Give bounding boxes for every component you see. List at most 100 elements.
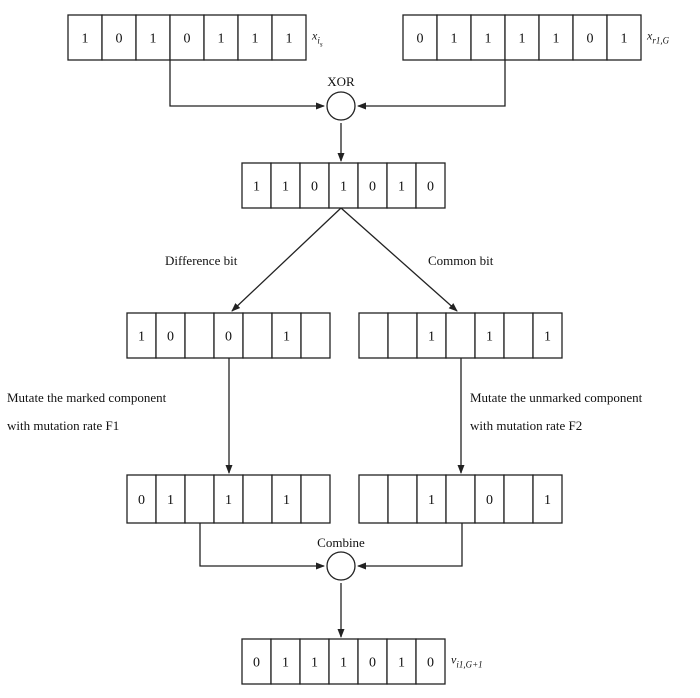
xor-node: XOR (326, 74, 356, 121)
difference-bit-label: Difference bit (165, 253, 238, 268)
bit-cell (271, 312, 302, 359)
bit-value: 0 (311, 180, 318, 195)
bit-value: 1 (340, 180, 347, 195)
trial-symbol: vi1,G+1 (451, 653, 483, 670)
bit-value: 0 (486, 493, 493, 508)
bit-cell (532, 474, 563, 524)
bit-value: 1 (167, 493, 174, 508)
bit-cell (300, 474, 331, 524)
bit-value: 1 (398, 180, 405, 195)
bit-cell (126, 312, 157, 359)
mutate-unmarked-label-line2: with mutation rate F2 (470, 418, 582, 433)
bit-value: 1 (253, 180, 260, 195)
bit-value: 0 (427, 656, 434, 671)
bit-cell (415, 638, 446, 685)
bit-cell (606, 14, 642, 61)
bit-cell (387, 312, 418, 359)
bit-cell (328, 638, 359, 685)
bit-cell (532, 312, 563, 359)
arrow-common-to-combine (357, 523, 463, 570)
bit-cell (242, 474, 273, 524)
xor-circle (326, 91, 356, 121)
bit-value: 1 (428, 493, 435, 508)
bit-value: 1 (282, 180, 289, 195)
bit-cell (357, 638, 388, 685)
bit-value: 1 (485, 32, 492, 47)
arrow-x-i-to-xor (169, 60, 325, 110)
bit-value: 0 (116, 32, 123, 47)
bit-cell (242, 312, 273, 359)
bit-value: 1 (282, 656, 289, 671)
bit-cell (387, 474, 418, 524)
mutate-marked-label-line2: with mutation rate F1 (7, 418, 119, 433)
bit-value: 1 (311, 656, 318, 671)
trial-vector: 0 1 1 1 0 1 0 vi1,G+1 (241, 638, 483, 685)
bit-value: 1 (218, 32, 225, 47)
bit-value: 0 (369, 656, 376, 671)
bit-cell (237, 14, 273, 61)
bit-cell (402, 14, 438, 61)
bit-value: 0 (225, 330, 232, 345)
annotations: Difference bit Common bit Mutate the mar… (7, 253, 643, 433)
bit-value: 1 (451, 32, 458, 47)
bit-cell (503, 474, 534, 524)
bit-value: 0 (427, 180, 434, 195)
bit-cell (271, 474, 302, 524)
bit-value: 1 (553, 32, 560, 47)
bit-value: 1 (82, 32, 89, 47)
common-mutated-vector: 1 0 1 (358, 474, 563, 524)
x-r-vector: 0 1 1 1 1 0 1 xr1,G (402, 14, 670, 61)
bit-cell (415, 162, 446, 209)
bit-cell (470, 14, 506, 61)
bit-value: 0 (253, 656, 260, 671)
bit-cell (155, 474, 186, 524)
bit-cell (386, 162, 417, 209)
bit-cell (357, 162, 388, 209)
bit-cell (300, 312, 331, 359)
bit-cell (328, 162, 359, 209)
bit-cell (504, 14, 540, 61)
bit-cell (126, 474, 157, 524)
xor-label: XOR (327, 74, 355, 89)
bit-value: 0 (167, 330, 174, 345)
bit-cell (358, 474, 389, 524)
bit-value: 1 (398, 656, 405, 671)
bit-cell (416, 312, 447, 359)
bit-cell (241, 638, 272, 685)
bit-value: 1 (252, 32, 259, 47)
bit-value: 1 (340, 656, 347, 671)
bit-value: 0 (417, 32, 424, 47)
bit-value: 1 (621, 32, 628, 47)
arrow-x-r-to-xor (357, 60, 506, 110)
bit-value: 1 (150, 32, 157, 47)
common-bit-label: Common bit (428, 253, 494, 268)
bit-value: 0 (587, 32, 594, 47)
bit-value: 1 (519, 32, 526, 47)
bit-cell (184, 312, 215, 359)
bit-cell (270, 638, 301, 685)
bit-cell (503, 312, 534, 359)
bit-value: 1 (283, 493, 290, 508)
x-i-symbol: xis (311, 29, 323, 49)
bit-cell (299, 162, 330, 209)
xor-result-vector: 1 1 0 1 0 1 0 (241, 162, 446, 209)
bit-cell (67, 14, 103, 61)
bit-value: 1 (225, 493, 232, 508)
combine-label: Combine (317, 535, 365, 550)
bit-cell (155, 312, 186, 359)
bit-cell (271, 14, 307, 61)
bit-value: 1 (544, 493, 551, 508)
bit-value: 0 (369, 180, 376, 195)
connectors (169, 60, 506, 638)
bit-value: 1 (283, 330, 290, 345)
bit-value: 1 (486, 330, 493, 345)
bit-cell (572, 14, 608, 61)
bit-cell (445, 312, 476, 359)
x-r-symbol: xr1,G (646, 29, 670, 46)
bit-cell (474, 312, 505, 359)
